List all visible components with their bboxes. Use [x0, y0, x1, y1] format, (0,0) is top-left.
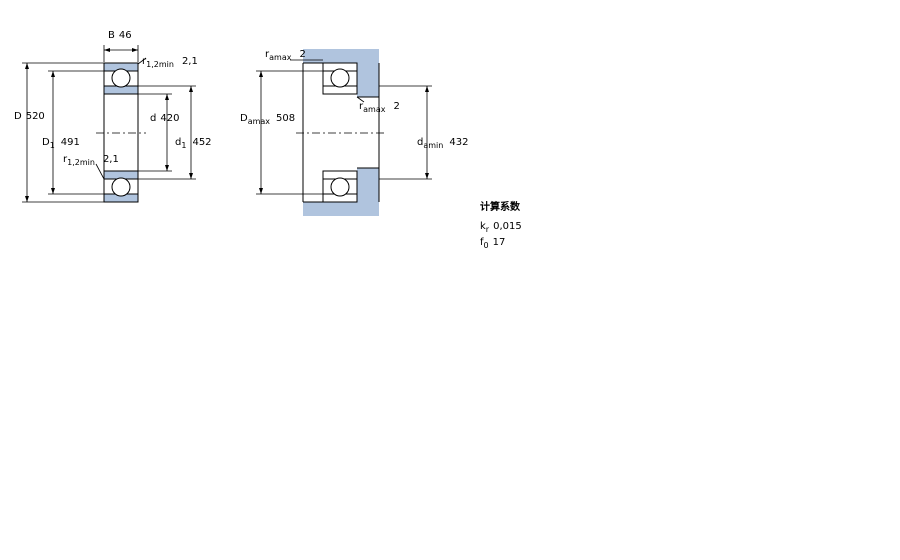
left-bearing-section [96, 62, 146, 203]
shaft-shoulder-bottom [357, 168, 379, 202]
housing-top [303, 49, 379, 63]
calc-title: 计算系数 [480, 200, 521, 213]
ball-top-right [330, 68, 350, 88]
ball-top [111, 68, 131, 88]
right-housing [303, 49, 379, 216]
ball-bottom-right [330, 177, 350, 197]
right-dimension-lines [256, 59, 432, 195]
ball-bottom [111, 177, 131, 197]
housing-bottom [303, 202, 379, 216]
left-arrowheads [25, 48, 193, 202]
right-arrowheads [259, 71, 429, 194]
shaft-shoulder-top [357, 63, 379, 97]
